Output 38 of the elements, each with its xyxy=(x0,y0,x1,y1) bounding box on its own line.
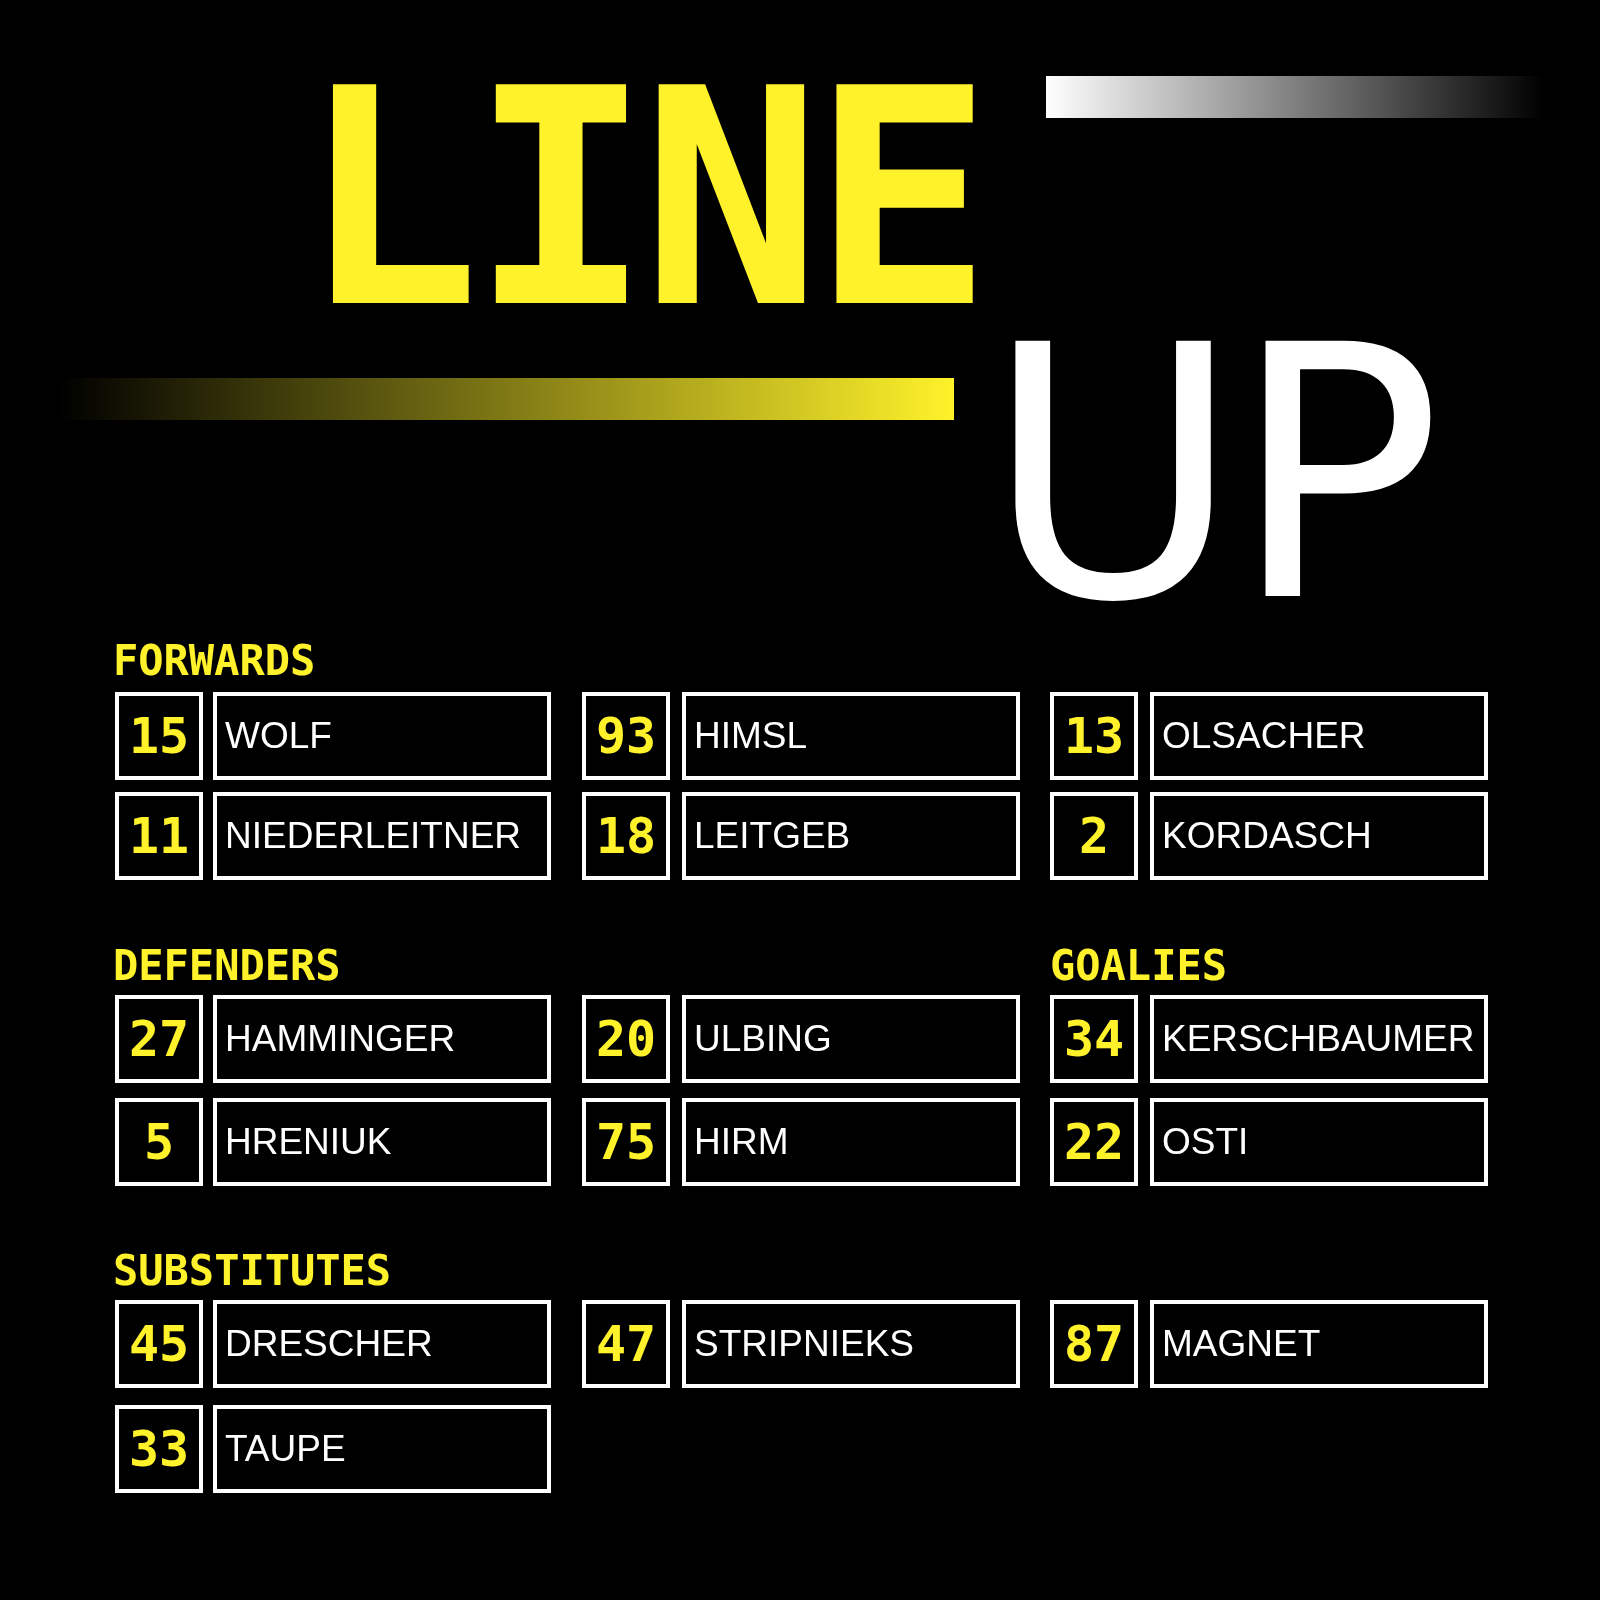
player-name: STRIPNIEKS xyxy=(682,1300,1020,1388)
player-name: OLSACHER xyxy=(1150,692,1488,780)
player-name: HIRM xyxy=(682,1098,1020,1186)
jersey-number: 22 xyxy=(1050,1098,1138,1186)
jersey-number: 33 xyxy=(115,1405,203,1493)
section-heading: FORWARDS xyxy=(113,640,316,682)
player-name: ULBING xyxy=(682,995,1020,1083)
jersey-number: 11 xyxy=(115,792,203,880)
player-name: HRENIUK xyxy=(213,1098,551,1186)
jersey-number: 47 xyxy=(582,1300,670,1388)
player-name: LEITGEB xyxy=(682,792,1020,880)
player-name: MAGNET xyxy=(1150,1300,1488,1388)
jersey-number: 2 xyxy=(1050,792,1138,880)
jersey-number: 93 xyxy=(582,692,670,780)
jersey-number: 45 xyxy=(115,1300,203,1388)
player-name: NIEDERLEITNER xyxy=(213,792,551,880)
title-word: LINE xyxy=(300,50,983,350)
jersey-number: 13 xyxy=(1050,692,1138,780)
player-name: HIMSL xyxy=(682,692,1020,780)
title-word: UP xyxy=(985,300,1433,650)
jersey-number: 5 xyxy=(115,1098,203,1186)
jersey-number: 27 xyxy=(115,995,203,1083)
jersey-number: 34 xyxy=(1050,995,1138,1083)
section-heading: DEFENDERS xyxy=(113,945,341,987)
section-heading: SUBSTITUTES xyxy=(113,1250,392,1292)
player-name: DRESCHER xyxy=(213,1300,551,1388)
jersey-number: 18 xyxy=(582,792,670,880)
player-name: HAMMINGER xyxy=(213,995,551,1083)
jersey-number: 87 xyxy=(1050,1300,1138,1388)
section-heading: GOALIES xyxy=(1050,945,1227,987)
player-name: WOLF xyxy=(213,692,551,780)
jersey-number: 20 xyxy=(582,995,670,1083)
player-name: TAUPE xyxy=(213,1405,551,1493)
jersey-number: 15 xyxy=(115,692,203,780)
jersey-number: 75 xyxy=(582,1098,670,1186)
player-name: OSTI xyxy=(1150,1098,1488,1186)
player-name: KERSCHBAUMER xyxy=(1150,995,1488,1083)
player-name: KORDASCH xyxy=(1150,792,1488,880)
